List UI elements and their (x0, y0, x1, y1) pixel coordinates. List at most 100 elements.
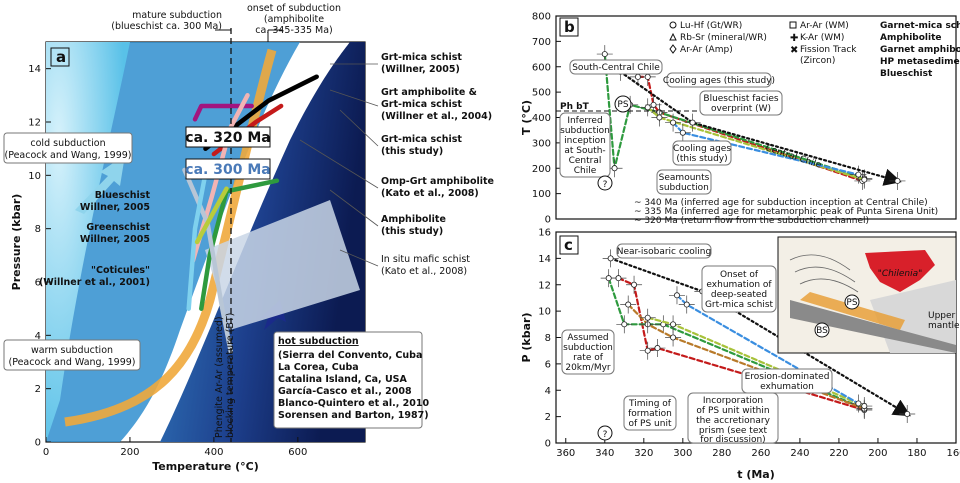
y-tick-label: 0 (545, 215, 551, 226)
onset-1: exhumation of (706, 280, 772, 290)
panel-b-series (596, 45, 906, 190)
data-point (605, 275, 612, 282)
x-tick-label: 340 (595, 448, 614, 459)
y-tick-label: 4 (545, 386, 551, 397)
hot-line-3: García-Casco et al., 2008 (278, 386, 412, 397)
inferred-0: Inferred (567, 116, 602, 126)
onset-0: Onset of (720, 270, 759, 280)
data-point (670, 334, 677, 341)
r5-label-2: (this study) (381, 226, 443, 237)
ass-1: subduction (563, 343, 613, 353)
y-tick-label: 16 (538, 228, 551, 239)
r6-label: In situ mafic schist (381, 254, 470, 265)
panel-b-label: b (564, 18, 575, 36)
x-tick-label: 180 (907, 448, 926, 459)
r1-label-2: (Willner, 2005) (381, 64, 460, 75)
y-tick-label: 200 (532, 164, 551, 175)
data-point (673, 292, 680, 299)
ede-box (741, 368, 833, 394)
sea-1: subduction (659, 183, 709, 193)
y-tick-label: 10 (538, 307, 551, 318)
y-axis-title: P (kbar) (520, 313, 533, 363)
data-point (625, 301, 632, 308)
inc-4: for discussion) (700, 435, 765, 445)
tim-1: formation (628, 409, 672, 419)
data-point (894, 177, 901, 184)
y-tick-label: 600 (532, 62, 551, 73)
r2-label-3: (Willner et al., 2004) (381, 111, 492, 122)
tim-0: Timing of (628, 399, 672, 409)
inc-box (687, 392, 779, 444)
data-point (644, 73, 651, 80)
bs-label-c: BS (816, 326, 828, 336)
x-tick-label: 400 (204, 447, 223, 458)
inferred-2: inception (564, 136, 606, 146)
tim-box (623, 395, 677, 431)
series-line (182, 167, 233, 354)
x-tick-label: 0 (43, 447, 49, 458)
r2-label: Grt amphibolite & (381, 87, 477, 98)
x-axis-title: t (Ma) (737, 468, 775, 481)
mature-label-2: (blueschist ca. 300 Ma) (111, 21, 222, 32)
cross-marker-icon: ✖ (790, 45, 798, 56)
data-point (644, 314, 651, 321)
series-line (627, 303, 866, 410)
legend-ar-ar-amp: Ar-Ar (Amp) (680, 45, 733, 55)
circle-marker-icon (669, 21, 677, 29)
x-tick-label: 240 (790, 448, 809, 459)
onset-2: deep-seated (711, 290, 767, 300)
series-line (186, 159, 210, 311)
cool2-1: (this study) (676, 154, 727, 164)
onset-box (701, 265, 777, 313)
bs-badge-c (814, 322, 830, 338)
data-point (607, 255, 614, 262)
plus-marker-icon: ✚ (790, 33, 798, 44)
inset-folds (789, 254, 859, 293)
data-point (656, 114, 663, 121)
inc-0: Incorporation (703, 396, 763, 406)
series-line (192, 103, 254, 122)
greenschist-label: Greenschist (86, 222, 150, 233)
blueschist-label: Blueschist (95, 190, 151, 201)
legend-ar-ar-wm: Ar-Ar (WM) (800, 21, 849, 31)
data-point (644, 347, 651, 354)
series-line (199, 178, 280, 311)
y-tick-label: 300 (532, 138, 551, 149)
coticules-label-2: (Willner et al., 2001) (39, 277, 150, 288)
q-label-b: ? (603, 180, 608, 190)
data-point (679, 129, 686, 136)
y-tick-label: 8 (35, 224, 41, 235)
ass-3: 20km/Myr (565, 363, 611, 373)
hot-title: hot subduction (278, 336, 359, 347)
data-point (683, 301, 690, 308)
y-tick-label: 2 (545, 412, 551, 423)
y-axis-title: Pressure (kbar) (10, 194, 23, 291)
x-axis-title: Temperature (°C) (152, 460, 259, 473)
y-tick-label: 10 (28, 171, 41, 182)
onset-label-3: ca. 345-335 Ma) (255, 25, 333, 36)
ca300-label: ca. 300 Ma (185, 162, 270, 178)
light-fan (205, 200, 360, 330)
upper-label: Upper (928, 311, 956, 321)
y-tick-label: 0 (35, 438, 41, 449)
ca320-box (185, 126, 271, 148)
bsf-box (699, 90, 783, 116)
footnote-2: ~ 335 Ma (inferred age for metamorphic p… (634, 207, 938, 217)
y-tick-label: 500 (532, 88, 551, 99)
data-point (904, 410, 911, 417)
x-tick-label: 220 (829, 448, 848, 459)
legend-garnet-mica: Garnet-mica schist (880, 21, 960, 31)
ps-badge-b (614, 95, 632, 113)
panel-b-label-box (559, 17, 579, 37)
r5-label: Amphibolite (381, 214, 446, 225)
phengite-label-2: blocking temperature (BT) (225, 313, 236, 438)
footnote-1: ~ 340 Ma (inferred age for subduction in… (634, 198, 928, 208)
cool1-box (666, 72, 772, 88)
x-tick-label: 200 (868, 448, 887, 459)
leader-lines (299, 63, 379, 267)
sea-box (656, 169, 712, 195)
inset-chilenia (865, 250, 935, 292)
x-tick-label: 600 (288, 447, 307, 458)
